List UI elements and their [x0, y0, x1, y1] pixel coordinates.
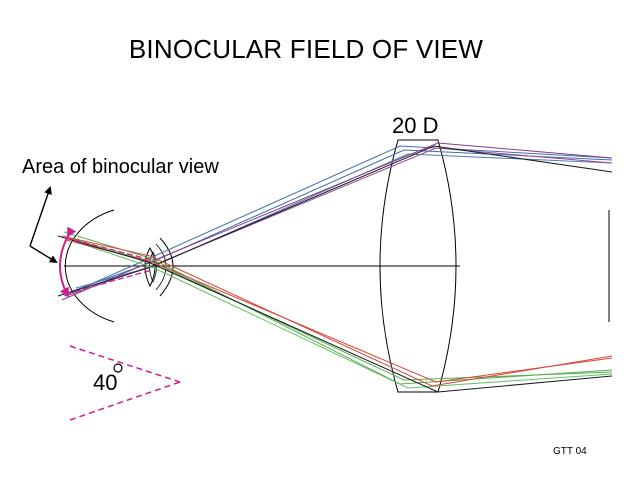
ray-purple-1 [61, 142, 613, 301]
diagram-title: BINOCULAR FIELD OF VIEW [128, 34, 484, 64]
pointer-arrow-lower [29, 245, 58, 264]
field-angle-lower-leg [69, 381, 181, 421]
angle-value: 40 [93, 370, 118, 395]
ray-purple-3 [57, 145, 613, 297]
ray-green-3 [75, 241, 613, 389]
ray-blue-1 [63, 145, 613, 297]
upper-ray-bundle [57, 142, 613, 301]
field-angle-label: 40 [93, 370, 117, 396]
binocular-area-arc [59, 226, 77, 298]
ray-purple-2 [65, 147, 613, 297]
field-angle-upper-leg [69, 345, 181, 383]
binocular-area-label: Area of binocular view [22, 156, 219, 178]
ray-green-1 [63, 231, 613, 385]
degree-symbol [113, 363, 123, 373]
field-boundary-upper [65, 237, 153, 261]
ray-green-2 [69, 237, 613, 381]
slide-code: GTT 04 [553, 446, 587, 457]
ray-blue-2 [69, 149, 613, 293]
lens-power-label: 20 D [392, 113, 439, 138]
field-boundary-lower [65, 269, 153, 295]
ray-red-3 [57, 235, 613, 393]
ray-red-2 [65, 239, 613, 383]
lower-ray-bundle [57, 231, 613, 393]
pointer-arrow-upper [29, 186, 52, 247]
